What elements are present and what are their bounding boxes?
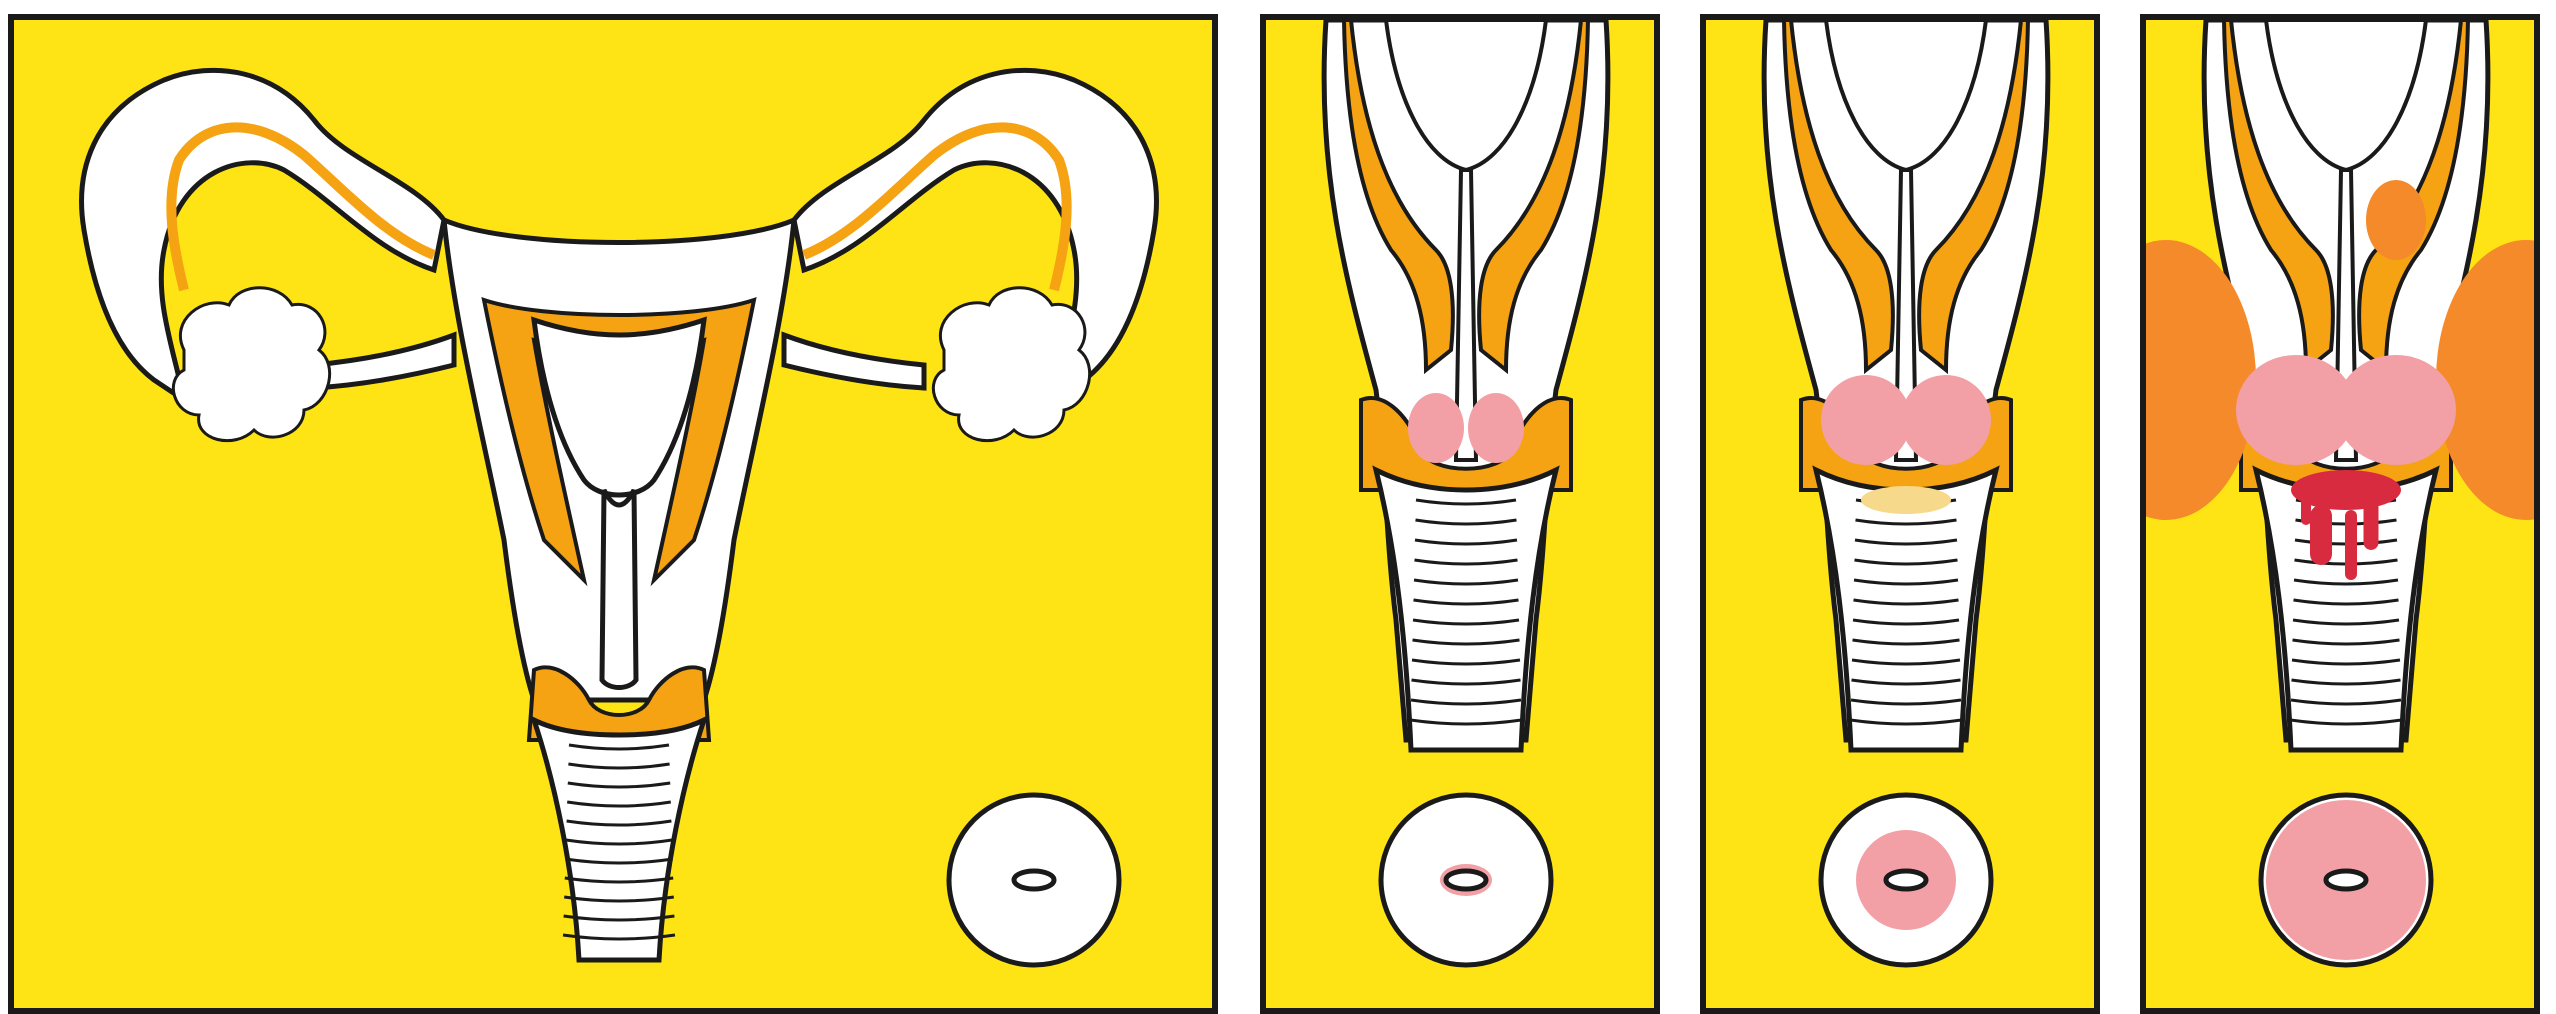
lesion-left [1408, 393, 1464, 463]
cervix-view [1821, 795, 1991, 965]
panel-normal-uterus [8, 14, 1218, 1014]
cervical-os [1446, 871, 1486, 889]
pale-patch [1861, 486, 1951, 514]
early-lesion-illustration [1266, 20, 1660, 1014]
cervical-os [1886, 871, 1926, 889]
cervical-os [1014, 871, 1054, 889]
bleeding-drip [2345, 510, 2357, 580]
panel-spreading-lesion [1700, 14, 2100, 1014]
lesion-right [1468, 393, 1524, 463]
normal-uterus-illustration [14, 20, 1218, 1014]
lesion-right [2336, 355, 2456, 465]
panel-invasive-cancer [2140, 14, 2540, 1014]
tumor-top [2366, 180, 2426, 260]
cervical-canal [602, 490, 636, 688]
spreading-lesion-illustration [1706, 20, 2100, 1014]
invasive-cancer-illustration [2146, 20, 2540, 1014]
bleeding-drip [2310, 505, 2332, 565]
bleeding-area [2291, 470, 2401, 510]
cervix-view-normal [949, 795, 1119, 965]
panel-early-lesion [1260, 14, 1660, 1014]
cervix-view [1381, 795, 1551, 965]
cervical-os [2326, 871, 2366, 889]
lesion-right [1901, 375, 1991, 465]
cervix-view [2261, 795, 2431, 965]
lesion-left [1821, 375, 1911, 465]
